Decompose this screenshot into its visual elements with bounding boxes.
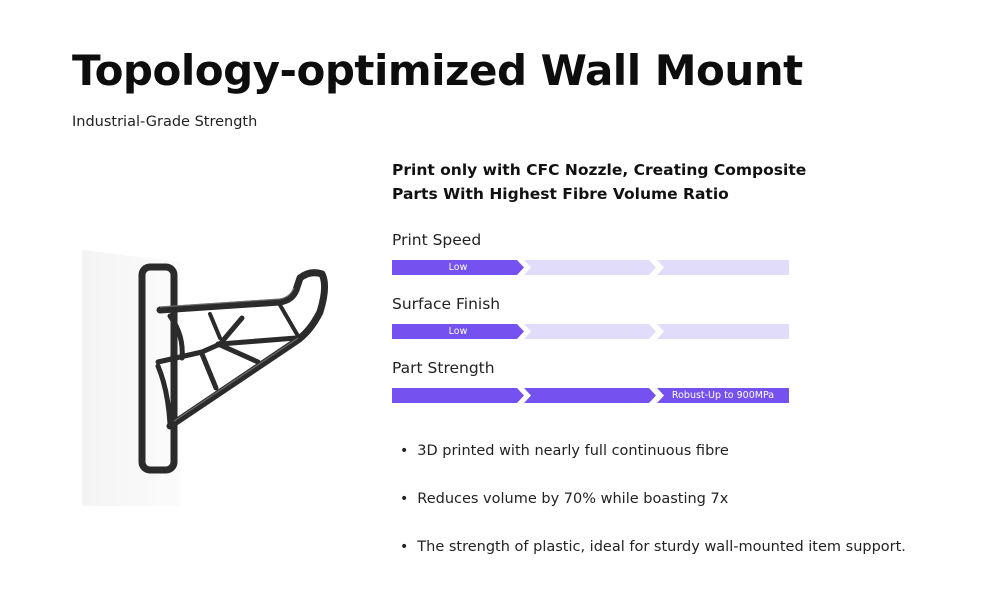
rating-segment (524, 388, 656, 403)
page-title: Topology-optimized Wall Mount (72, 46, 803, 95)
rating-segment: Robust-Up to 900MPa (657, 388, 789, 403)
wall-block (82, 250, 180, 506)
rating-segment (392, 388, 524, 403)
wall-mount-product-image (82, 250, 329, 506)
bullet-text: 3D printed with nearly full continuous f… (417, 443, 729, 459)
bullet-text: Reduces volume by 70% while boasting 7x (417, 491, 729, 507)
rating-segment: Low (392, 260, 524, 275)
heading-line: Print only with CFC Nozzle, Creating Com… (392, 161, 807, 179)
subtitle: Industrial-Grade Strength (72, 114, 258, 130)
surface-finish-rating-bar: Low (392, 324, 789, 339)
nozzle-heading: Print only with CFC Nozzle, Creating Com… (392, 158, 812, 206)
rating-segment (524, 260, 656, 275)
rating-segment (657, 324, 789, 339)
print-speed-rating-bar: Low (392, 260, 789, 275)
surface-finish-label: Surface Finish (392, 295, 501, 313)
part-strength-rating-bar: Robust-Up to 900MPa (392, 388, 789, 403)
bullet-icon: • (400, 491, 409, 507)
feature-bullet: • 3D printed with nearly full continuous … (400, 443, 729, 459)
rating-segment: Low (392, 324, 524, 339)
rating-segment (657, 260, 789, 275)
bracket (138, 263, 329, 474)
feature-bullet: • Reduces volume by 70% while boasting 7x (400, 491, 728, 507)
part-strength-label: Part Strength (392, 359, 495, 377)
print-speed-label: Print Speed (392, 231, 482, 249)
rating-segment (524, 324, 656, 339)
feature-bullet: • The strength of plastic, ideal for stur… (400, 539, 906, 555)
heading-line: Parts With Highest Fibre Volume Ratio (392, 185, 729, 203)
bullet-icon: • (400, 443, 409, 459)
bullet-icon: • (400, 539, 409, 555)
bullet-text: The strength of plastic, ideal for sturd… (417, 539, 906, 555)
